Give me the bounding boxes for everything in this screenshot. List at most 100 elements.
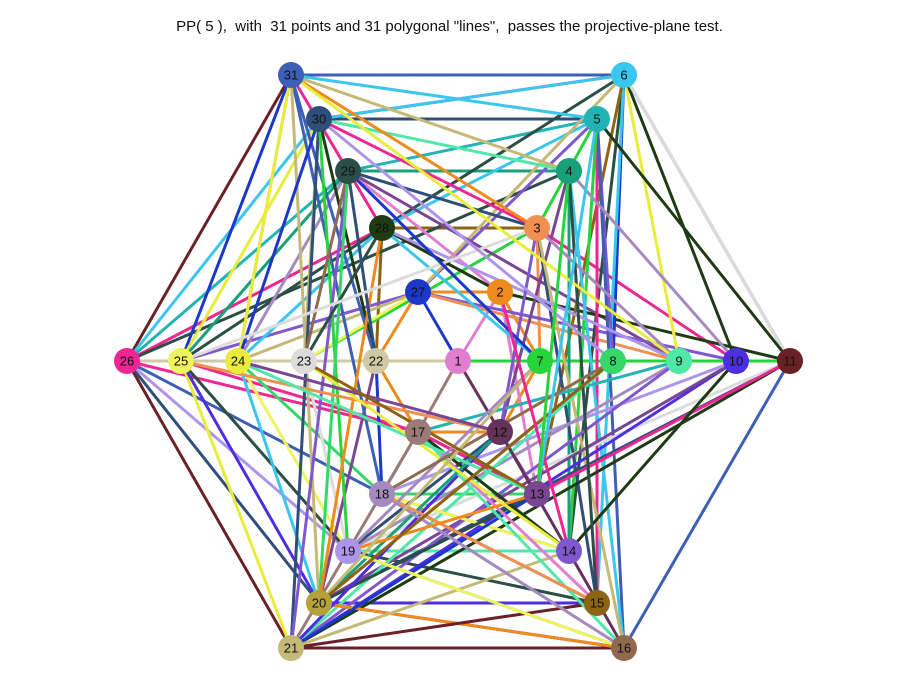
polygonal-line-70: [346, 169, 681, 363]
polygonal-line-95: [535, 226, 599, 605]
polygonal-line-128: [380, 492, 626, 650]
polygonal-line-131: [346, 549, 626, 650]
point-marker: [723, 348, 749, 374]
polygonal-line-85: [535, 73, 626, 496]
point-label: 6: [620, 68, 627, 83]
polygonal-line-40: [125, 359, 350, 553]
polygonal-line-39: [125, 359, 321, 605]
point-label: 4: [565, 164, 572, 179]
point-node-3: 3: [524, 215, 550, 241]
polygonal-line-18: [456, 359, 502, 434]
point-marker: [278, 62, 304, 88]
polygonal-line-144: [317, 359, 615, 605]
point-label: 27: [411, 285, 425, 300]
polygonal-line-21: [374, 226, 384, 363]
point-marker: [666, 348, 692, 374]
point-marker: [527, 348, 553, 374]
polygonal-line-145: [346, 169, 542, 363]
point-marker: [524, 215, 550, 241]
polygonal-line-54: [289, 73, 378, 363]
point-marker: [487, 279, 513, 305]
polygonal-line-63: [289, 169, 350, 650]
point-label: 23: [297, 354, 311, 369]
polygonal-line-90: [595, 117, 792, 363]
point-label: 28: [375, 221, 389, 236]
point-node-11: 11: [777, 348, 803, 374]
polygonal-line-105: [567, 359, 738, 553]
point-node-14: 14: [556, 538, 582, 564]
point-label: 3: [533, 221, 540, 236]
polygonal-line-22: [535, 226, 542, 363]
point-label: 9: [675, 354, 682, 369]
point-label: 5: [593, 112, 600, 127]
point-label: 19: [341, 544, 355, 559]
point-label: 15: [590, 596, 604, 611]
polygonal-line-60: [289, 117, 321, 650]
polygonal-line-129: [380, 492, 599, 605]
polygonal-line-150: [535, 169, 571, 496]
point-node-5: 5: [584, 106, 610, 132]
point-node-4: 4: [556, 158, 582, 184]
point-marker: [556, 538, 582, 564]
point-marker: [291, 348, 317, 374]
point-marker: [487, 419, 513, 445]
polygonal-line-75: [289, 73, 539, 230]
polygonal-line-130: [346, 492, 539, 553]
polygonal-line-52: [302, 290, 420, 363]
point-label: 11: [783, 354, 797, 369]
polygonal-line-114: [289, 601, 599, 650]
point-marker: [445, 348, 471, 374]
polygonal-line-57: [289, 73, 384, 496]
point-label: 20: [312, 596, 326, 611]
point-marker: [369, 215, 395, 241]
polygonal-line-79: [622, 73, 681, 363]
polygonal-line-73: [289, 73, 599, 121]
polygonal-line-62: [317, 117, 350, 553]
point-marker: [611, 62, 637, 88]
point-marker: [777, 348, 803, 374]
point-node-8: 8: [600, 348, 626, 374]
point-marker: [584, 590, 610, 616]
point-node-26: 26: [114, 348, 140, 374]
polygonal-line-69: [346, 169, 539, 230]
point-marker: [524, 481, 550, 507]
point-node-18: 18: [369, 481, 395, 507]
polygonal-line-46: [236, 359, 321, 605]
polygonal-line-110: [289, 359, 615, 650]
point-node-30: 30: [306, 106, 332, 132]
point-node-13: 13: [524, 481, 550, 507]
polygonal-line-64: [302, 169, 350, 363]
point-label: 2: [496, 285, 503, 300]
polygonal-line-61: [236, 117, 321, 363]
point-node-24: 24: [225, 348, 251, 374]
point-marker: [405, 279, 431, 305]
point-label: 1: [454, 354, 461, 369]
polygonal-line-41: [125, 359, 384, 496]
point-node-21: 21: [278, 635, 304, 661]
point-label: 26: [120, 354, 134, 369]
polygonal-line-104: [380, 359, 738, 496]
point-node-12: 12: [487, 419, 513, 445]
point-label: 8: [609, 354, 616, 369]
point-node-15: 15: [584, 590, 610, 616]
polygonal-line-149: [535, 117, 599, 496]
point-node-25: 25: [168, 348, 194, 374]
polygonal-line-42: [179, 359, 293, 650]
point-node-31: 31: [278, 62, 304, 88]
polygonal-line-74: [289, 73, 571, 173]
point-marker: [278, 635, 304, 661]
point-marker: [600, 348, 626, 374]
polygonal-line-67: [302, 226, 384, 363]
point-node-28: 28: [369, 215, 395, 241]
point-label: 13: [530, 487, 544, 502]
polygonal-line-148: [498, 290, 571, 553]
polygonal-line-80: [622, 73, 738, 363]
polygonal-line-107: [289, 359, 681, 650]
point-node-20: 20: [306, 590, 332, 616]
point-label: 22: [369, 354, 383, 369]
point-node-17: 17: [405, 419, 431, 445]
point-node-9: 9: [666, 348, 692, 374]
point-marker: [369, 481, 395, 507]
point-marker: [114, 348, 140, 374]
polygonal-line-78: [416, 290, 681, 363]
